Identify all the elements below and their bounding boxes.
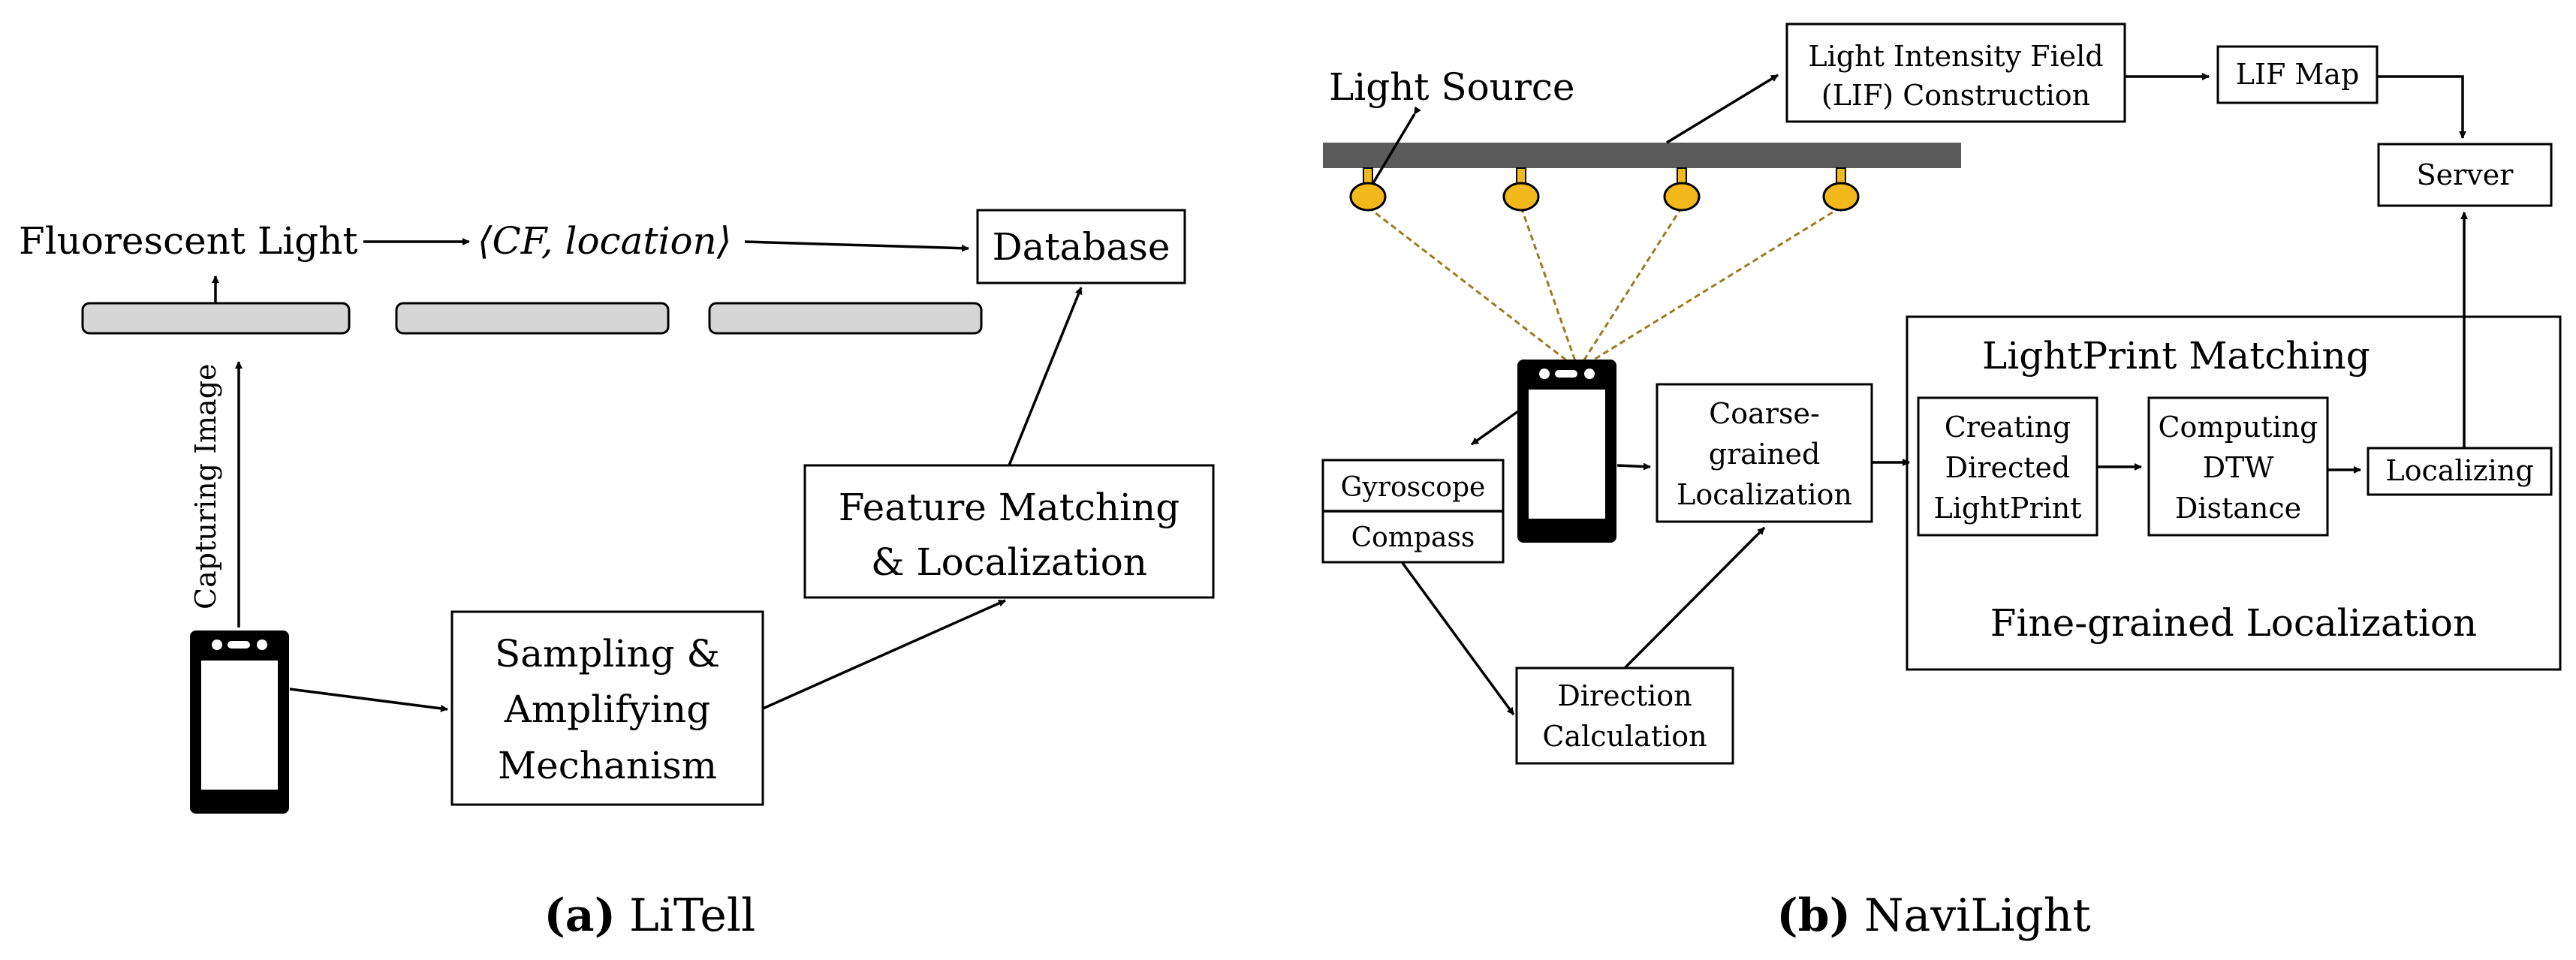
caption-b-tag: (b) <box>1776 889 1851 942</box>
light-source-label: Light Source <box>1329 65 1574 109</box>
server-box <box>2377 143 2553 207</box>
panel-navilight: Light Source <box>1321 23 2562 942</box>
coarse-line3: Localization <box>1677 478 1852 511</box>
coarse-line2: grained <box>1709 438 1821 471</box>
direction-line1: Direction <box>1557 679 1692 712</box>
lif-construction-line1: Light Intensity Field <box>1808 40 2103 73</box>
bulb-4-icon <box>1822 167 1860 212</box>
fluorescent-light-label: Fluorescent Light <box>19 219 357 263</box>
fine-grained-label: Fine-grained Localization <box>1990 601 2477 645</box>
feature-matching-line1: Feature Matching <box>839 486 1180 529</box>
bulb-1-icon <box>1349 167 1387 212</box>
arrow-direction-to-coarse <box>1623 526 1766 670</box>
feature-matching-line2: & Localization <box>871 540 1147 584</box>
feature-matching-box <box>803 464 1215 599</box>
arrow-pair-to-database <box>744 240 969 252</box>
arrow-bar-to-lif <box>1666 74 1779 144</box>
panel-litell: Fluorescent Light ⟨CF, location⟩ Databas… <box>19 209 1215 942</box>
ceiling-bar <box>1323 143 1961 168</box>
creating-line3: LightPrint <box>1933 492 2081 525</box>
bulb-3-icon <box>1663 167 1701 212</box>
caption-b-name: NaviLight <box>1864 889 2091 942</box>
lif-map-box <box>2216 45 2379 104</box>
arrow-sampling-to-feature <box>762 599 1006 710</box>
arrow-phone-to-coarse <box>1616 462 1651 471</box>
direction-line2: Calculation <box>1542 720 1707 753</box>
lif-map-label: LIF Map <box>2236 58 2360 91</box>
fluorescent-tube-3 <box>708 302 983 335</box>
caption-a-tag: (a) <box>544 889 616 942</box>
arrow-light-source-pointer <box>1368 106 1421 190</box>
lif-construction-line2: (LIF) Construction <box>1821 79 2090 112</box>
server-label: Server <box>2417 158 2514 191</box>
lif-construction-box <box>1785 23 2126 123</box>
arrow-compass-to-direction <box>1401 561 1515 716</box>
coarse-localization-box <box>1656 383 1873 523</box>
lightprint-matching-label: LightPrint Matching <box>1982 334 2370 378</box>
arrow-phone-to-sampling <box>289 688 448 712</box>
capturing-image-label: Capturing Image <box>189 363 222 609</box>
creating-lightprint-box <box>1917 396 2098 537</box>
localizing-label: Localizing <box>2385 454 2533 487</box>
fluorescent-tube-2 <box>395 302 670 335</box>
compass-label: Compass <box>1351 522 1475 553</box>
computing-dtw-box <box>2147 396 2329 537</box>
smartphone-icon <box>1517 360 1616 543</box>
creating-line1: Creating <box>1945 411 2071 444</box>
sampling-label-line2: Amplifying <box>504 688 710 731</box>
cf-location-label: ⟨CF, location⟩ <box>478 219 731 263</box>
arrow-feature-to-database <box>1008 287 1083 466</box>
sampling-label-line3: Mechanism <box>498 744 717 787</box>
smartphone-icon <box>190 630 289 814</box>
creating-line2: Directed <box>1945 451 2071 484</box>
gyroscope-label: Gyroscope <box>1341 472 1486 503</box>
database-label: Database <box>993 225 1170 269</box>
coarse-line1: Coarse- <box>1709 397 1820 430</box>
arrow-map-to-server <box>2377 75 2466 139</box>
direction-calculation-box <box>1515 667 1734 765</box>
computing-line1: Computing <box>2158 411 2318 444</box>
computing-line2: DTW <box>2203 451 2274 484</box>
localizing-box <box>2367 447 2553 496</box>
database-box <box>976 209 1186 284</box>
caption-a-name: LiTell <box>629 889 755 942</box>
light-rays <box>1367 206 1842 371</box>
computing-line3: Distance <box>2175 492 2301 525</box>
fluorescent-tube-1 <box>81 302 351 335</box>
bulb-2-icon <box>1502 167 1540 212</box>
arrow-phone-to-gyroscope <box>1470 410 1520 446</box>
sampling-label-line1: Sampling & <box>495 632 720 676</box>
